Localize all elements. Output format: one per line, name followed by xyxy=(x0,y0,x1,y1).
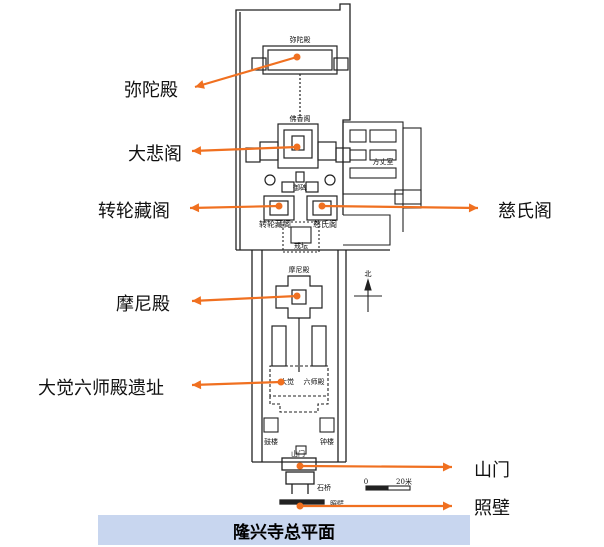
arrow-dot-zhaobi xyxy=(296,502,304,510)
mituo-hall-plan xyxy=(251,45,349,116)
arrow-dot-moni xyxy=(293,292,301,300)
callout-cishi: 慈氏阁 xyxy=(498,201,552,222)
plan-label-zhuanlun: 转轮藏阁 xyxy=(259,219,291,229)
callout-zhuanlun: 转轮藏阁 xyxy=(98,201,170,222)
north-precinct xyxy=(235,3,351,250)
plan-label-dajue-a: 大觉 xyxy=(280,377,294,386)
arrow-dot-zhuanlun xyxy=(275,202,283,210)
callout-zhaobi: 照壁 xyxy=(474,498,510,519)
plan-label-mituo: 弥陀殿 xyxy=(290,35,311,44)
plan-label-zhonglou: 钟楼 xyxy=(320,437,334,446)
plan-label-north: 北 xyxy=(365,270,372,278)
plan-label-fangzhang: 方丈室 xyxy=(373,157,394,166)
south-precinct xyxy=(236,249,390,463)
arrow-line-zhuanlun xyxy=(189,204,280,210)
arrow-line-cishi xyxy=(321,204,479,210)
plan-label-shanmen: 山门 xyxy=(291,449,305,458)
plan-label-dajue-b: 六师殿 xyxy=(304,377,325,386)
plan-label-foxiang: 佛香阁 xyxy=(290,114,311,123)
arrow-dot-mituo xyxy=(293,53,301,61)
plan-label-shiqiao: 石桥 xyxy=(317,483,331,492)
dajue-hall-plan xyxy=(269,365,329,413)
callout-mituo: 弥陀殿 xyxy=(124,80,178,101)
arrow-head-mituo xyxy=(195,80,205,89)
callout-moni: 摩尼殿 xyxy=(116,294,170,315)
arrow-line-dabei xyxy=(191,145,298,153)
arrow-line-dajue xyxy=(191,380,282,387)
side-pavilions-plan xyxy=(263,195,338,221)
plan-label-scale-end: 20米 xyxy=(396,477,412,486)
plan-label-cishi: 慈氏阁 xyxy=(313,219,337,229)
arrow-dot-dabei xyxy=(293,143,301,151)
callout-arrows xyxy=(189,53,479,511)
arrow-dot-shanmen xyxy=(296,462,304,470)
arrow-line-shanmen xyxy=(299,464,453,469)
dabei-pavilion-plan xyxy=(245,123,351,193)
east-courtyard-plan xyxy=(342,121,422,246)
arrow-line-moni xyxy=(191,294,298,303)
diagram-caption: 隆兴寺总平面 xyxy=(98,515,470,545)
arrow-dot-cishi xyxy=(318,202,326,210)
plan-label-jietan: 戒坛 xyxy=(294,241,308,250)
arrow-head-zhuanlun xyxy=(190,203,200,213)
arrow-head-moni xyxy=(192,296,202,306)
plan-label-scale-zero: 0 xyxy=(364,478,368,486)
arrow-head-zhaobi xyxy=(443,501,452,511)
arrow-head-shanmen xyxy=(442,462,452,472)
plan-label-gulou: 鼓楼 xyxy=(264,437,278,446)
jietan-plan xyxy=(282,221,320,253)
callout-shanmen: 山门 xyxy=(474,460,510,481)
towers-plan xyxy=(263,417,335,455)
callout-dajue: 大觉六师殿遗址 xyxy=(38,378,164,399)
gate-bridge-wall-plan xyxy=(279,457,325,505)
scale-bar xyxy=(365,485,411,491)
plan-label-yubei: 御碑 xyxy=(293,183,307,192)
arrow-head-cishi xyxy=(468,203,478,213)
plan-label-zhaobi: 照壁 xyxy=(330,499,344,508)
arrow-dot-dajue xyxy=(277,378,285,386)
arrow-head-dajue xyxy=(192,380,202,390)
arrow-head-dabei xyxy=(192,146,202,156)
callout-dabei: 大悲阁 xyxy=(128,144,182,165)
plan-label-moni: 摩尼殿 xyxy=(289,265,310,274)
arrow-line-mituo xyxy=(194,55,298,89)
north-arrow xyxy=(354,278,382,312)
moni-hall-plan xyxy=(271,275,327,372)
